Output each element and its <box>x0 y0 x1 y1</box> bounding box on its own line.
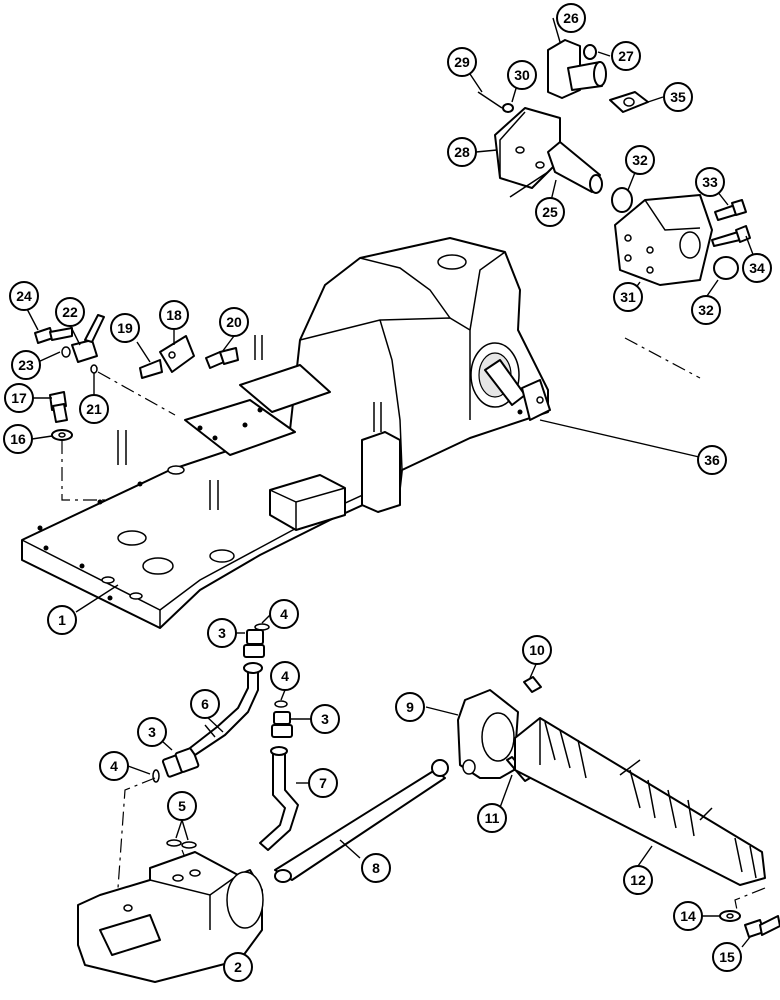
callout-label: 33 <box>702 174 718 190</box>
callout-part-11: 11 <box>477 803 507 833</box>
callout-label: 2 <box>234 959 242 975</box>
callout-label: 4 <box>280 606 288 622</box>
callout-label: 15 <box>719 949 735 965</box>
rod-8 <box>274 759 449 883</box>
callout-part-35: 35 <box>663 82 693 112</box>
callout-part-6: 6 <box>190 689 220 719</box>
callout-part-32: 32 <box>691 295 721 325</box>
callout-part-23: 23 <box>11 350 41 380</box>
callout-label: 6 <box>201 696 209 712</box>
callout-part-26: 26 <box>556 3 586 33</box>
callout-part-30: 30 <box>507 60 537 90</box>
callout-label: 7 <box>319 775 327 791</box>
callout-part-17: 17 <box>4 383 34 413</box>
callout-part-12: 12 <box>623 865 653 895</box>
callout-part-31: 31 <box>613 282 643 312</box>
callout-part-34: 34 <box>742 253 772 283</box>
callout-label: 32 <box>632 152 648 168</box>
callout-part-20: 20 <box>219 307 249 337</box>
callout-part-4: 4 <box>269 599 299 629</box>
callout-part-16: 16 <box>3 424 33 454</box>
callout-label: 34 <box>749 260 765 276</box>
callout-label: 25 <box>542 204 558 220</box>
fittings-and-seals <box>152 623 293 849</box>
main-housing <box>21 237 549 629</box>
callout-part-25: 25 <box>535 197 565 227</box>
callout-label: 4 <box>110 758 118 774</box>
callout-part-36: 36 <box>697 445 727 475</box>
callout-label: 23 <box>18 357 34 373</box>
cylinder-block <box>77 851 264 983</box>
callout-label: 5 <box>178 798 186 814</box>
callout-part-8: 8 <box>361 853 391 883</box>
callout-label: 1 <box>58 612 66 628</box>
callout-label: 24 <box>16 288 32 304</box>
lift-arm-9 <box>457 689 519 779</box>
callout-part-5: 5 <box>167 791 197 821</box>
callout-part-22: 22 <box>55 297 85 327</box>
callout-label: 8 <box>372 860 380 876</box>
callout-part-14: 14 <box>673 901 703 931</box>
callout-part-9: 9 <box>395 692 425 722</box>
callout-part-19: 19 <box>110 313 140 343</box>
callout-part-32: 32 <box>625 145 655 175</box>
callout-part-7: 7 <box>308 768 338 798</box>
callout-part-3: 3 <box>137 717 167 747</box>
callout-part-27: 27 <box>611 41 641 71</box>
callout-part-33: 33 <box>695 167 725 197</box>
callout-label: 36 <box>704 452 720 468</box>
callout-part-3: 3 <box>207 618 237 648</box>
callout-label: 27 <box>618 48 634 64</box>
callout-label: 35 <box>670 89 686 105</box>
callout-label: 11 <box>485 810 500 826</box>
callout-label: 14 <box>680 908 696 924</box>
callout-label: 32 <box>698 302 714 318</box>
callout-part-4: 4 <box>270 661 300 691</box>
callout-part-24: 24 <box>9 281 39 311</box>
callout-part-2: 2 <box>223 952 253 982</box>
callout-part-29: 29 <box>447 47 477 77</box>
callout-label: 18 <box>166 307 182 323</box>
callout-label: 16 <box>10 431 26 447</box>
callout-label: 9 <box>406 699 414 715</box>
callout-label: 29 <box>454 54 470 70</box>
callout-part-28: 28 <box>447 137 477 167</box>
callout-label: 19 <box>117 320 133 336</box>
callout-label: 22 <box>62 304 78 320</box>
pipe-6 <box>189 662 263 756</box>
callout-label: 20 <box>226 314 242 330</box>
callout-part-4: 4 <box>99 751 129 781</box>
callout-label: 3 <box>148 724 156 740</box>
callout-part-15: 15 <box>712 942 742 972</box>
callout-label: 10 <box>529 642 545 658</box>
callout-part-10: 10 <box>522 635 552 665</box>
callout-part-3: 3 <box>310 704 340 734</box>
callout-label: 31 <box>620 289 636 305</box>
callout-label: 28 <box>454 144 470 160</box>
callout-part-18: 18 <box>159 300 189 330</box>
callout-label: 3 <box>321 711 329 727</box>
callout-label: 17 <box>11 390 27 406</box>
callout-label: 12 <box>630 872 646 888</box>
callout-label: 26 <box>563 10 579 26</box>
callouts: 1 2 3 3 3 4 4 4 5 6 7 8 9 10 11 12 14 15… <box>3 3 772 982</box>
pipe-7 <box>259 746 299 851</box>
splined-shaft-12 <box>514 717 766 886</box>
callout-label: 30 <box>514 67 530 83</box>
callout-label: 21 <box>86 401 102 417</box>
callout-label: 3 <box>218 625 226 641</box>
callout-part-21: 21 <box>79 394 109 424</box>
upper-right-assembly <box>477 39 751 421</box>
callout-label: 4 <box>281 668 289 684</box>
washer-and-bolt <box>719 910 780 938</box>
left-hardware <box>34 314 239 441</box>
callout-part-1: 1 <box>47 605 77 635</box>
